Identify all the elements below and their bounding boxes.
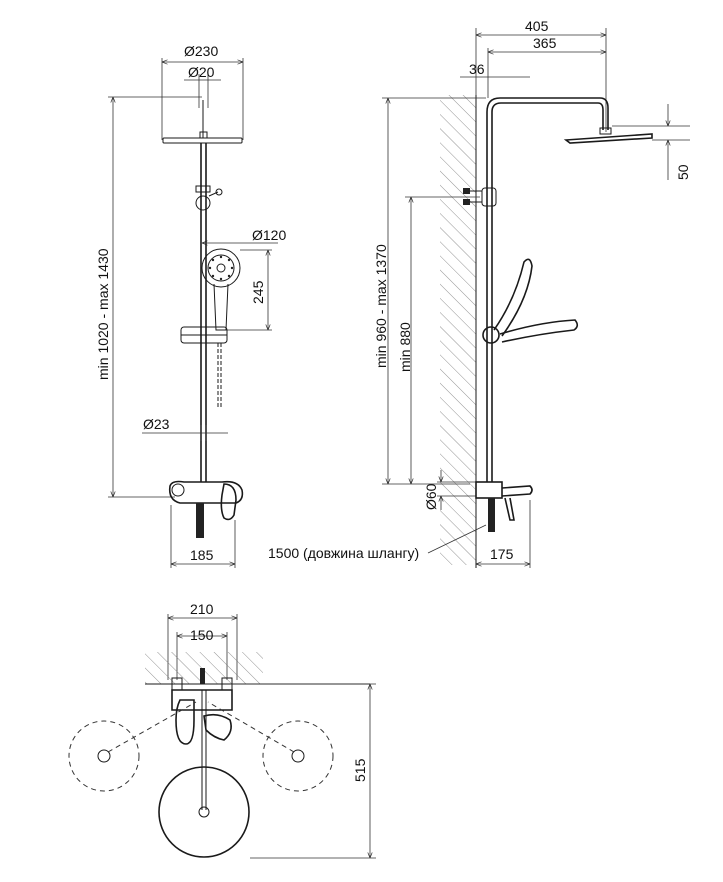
front-diverter (195, 195, 211, 211)
top-hand-shower-right (262, 720, 334, 792)
side-wall-hatch (440, 95, 476, 565)
side-reach-total-label: 405 (525, 18, 549, 34)
top-spout (203, 713, 232, 741)
side-slider (482, 326, 500, 344)
side-escutcheon-label: Ø60 (423, 483, 439, 510)
side-lever (504, 497, 515, 521)
front-pipe-diameter-label: Ø23 (143, 416, 170, 432)
top-view: 210 150 515 (68, 601, 376, 859)
side-hose-connector (488, 498, 495, 532)
front-spout (196, 503, 204, 538)
side-head-offset-label: 50 (675, 164, 691, 180)
side-diverter (481, 187, 497, 207)
side-spout (501, 485, 533, 497)
front-view: Ø230 Ø20 Ø120 (95, 43, 286, 568)
side-height-range-label: min 960 - max 1370 (373, 244, 389, 368)
front-hand-shower-handle (213, 283, 229, 331)
top-mixer-lever (175, 699, 195, 745)
side-hand-shower-head (499, 319, 579, 343)
front-mixer-lever (220, 483, 237, 521)
front-shower-head (162, 137, 243, 144)
side-mixer-body (475, 481, 503, 499)
top-width-inner-label: 150 (190, 627, 214, 643)
side-wall-offset-label: 36 (469, 61, 485, 77)
side-mixer-depth-label: 175 (490, 546, 514, 562)
front-mixer-body (168, 480, 244, 504)
front-hand-diameter-label: Ø120 (252, 227, 286, 243)
side-view: 405 365 36 50 min 960 - max 1370 (268, 18, 691, 568)
front-head-diameter-label: Ø230 (184, 43, 218, 59)
side-reach-arm-label: 365 (533, 35, 557, 51)
front-height-range-label: min 1020 - max 1430 (95, 248, 111, 380)
top-shower-head (158, 766, 250, 858)
side-shower-head (563, 133, 653, 144)
side-pipe-inner (491, 102, 604, 482)
front-hand-shower-head (201, 248, 241, 288)
side-hose-length-label: 1500 (довжина шлангу) (268, 545, 419, 561)
front-hand-length-label: 245 (250, 280, 266, 304)
side-min-height-label: min 880 (397, 322, 413, 372)
front-mixer-width-label: 185 (190, 547, 214, 563)
top-depth-label: 515 (352, 758, 368, 782)
top-mixer-body (171, 689, 233, 711)
side-pipe-outer (486, 97, 609, 482)
side-hand-shower-handle (493, 258, 533, 337)
top-hand-shower-left (68, 720, 140, 792)
front-arm-diameter-label: Ø20 (188, 64, 215, 80)
top-width-outer-label: 210 (190, 601, 214, 617)
